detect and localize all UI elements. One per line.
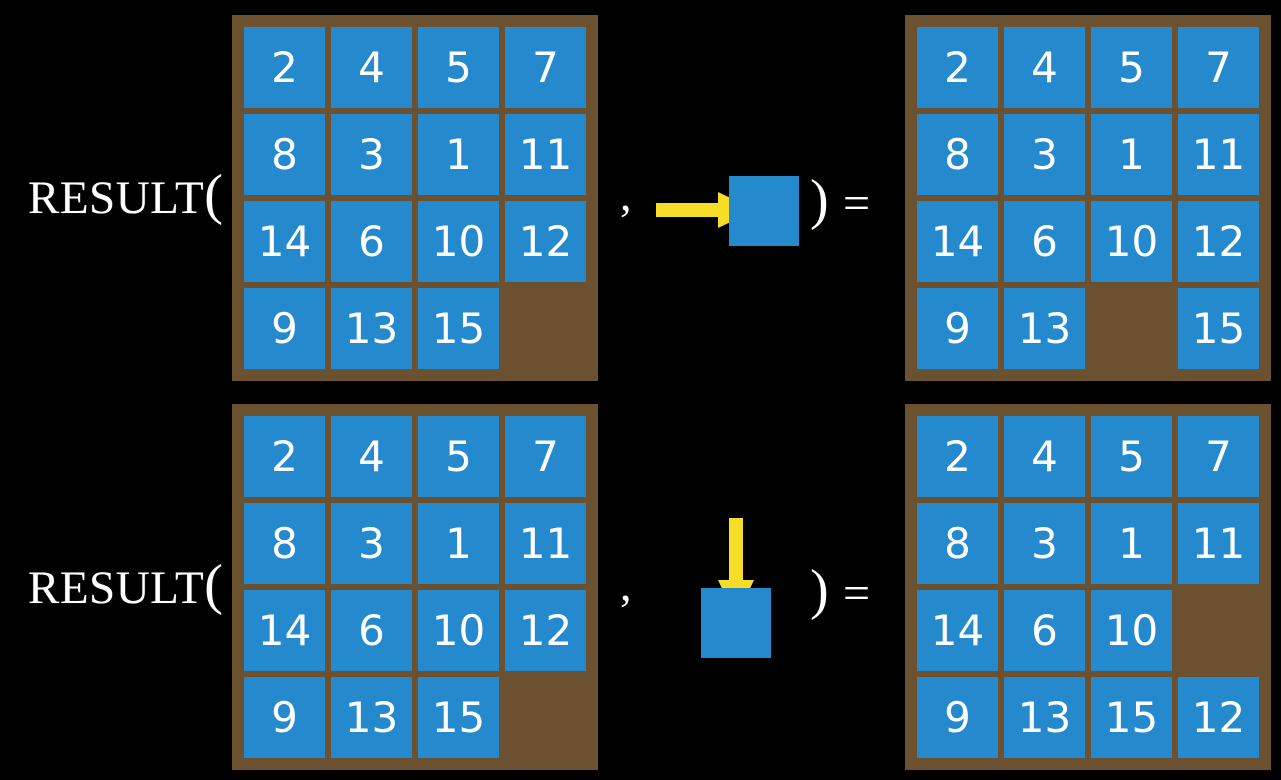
- input-grid-row-2: 2 4 5 7 8 3 1 11 14 6 10 12 9 13 15: [232, 404, 598, 770]
- output-grid-row-1: 2 4 5 7 8 3 1 11 14 6 10 12 9 13 15: [905, 15, 1271, 381]
- equals-sign-row-1: =: [843, 177, 871, 230]
- tile[interactable]: 14: [917, 201, 998, 282]
- tile[interactable]: 8: [244, 114, 325, 195]
- tile[interactable]: 15: [418, 288, 499, 369]
- tile[interactable]: 13: [1004, 288, 1085, 369]
- tile[interactable]: 9: [244, 288, 325, 369]
- tile[interactable]: 9: [244, 677, 325, 758]
- tile[interactable]: 7: [1178, 416, 1259, 497]
- tile[interactable]: 6: [1004, 201, 1085, 282]
- tile[interactable]: 7: [505, 27, 586, 108]
- result-word-row-2: RESULT: [28, 562, 205, 614]
- tile[interactable]: 8: [244, 503, 325, 584]
- tile[interactable]: 1: [418, 503, 499, 584]
- empty-cell[interactable]: [505, 677, 586, 758]
- move-tile-swatch[interactable]: [701, 588, 771, 658]
- tile[interactable]: 1: [418, 114, 499, 195]
- tile[interactable]: 4: [331, 27, 412, 108]
- tile[interactable]: 2: [917, 27, 998, 108]
- tile[interactable]: 3: [331, 114, 412, 195]
- tile[interactable]: 11: [1178, 114, 1259, 195]
- tile[interactable]: 12: [505, 590, 586, 671]
- tile[interactable]: 9: [917, 677, 998, 758]
- tile[interactable]: 2: [917, 416, 998, 497]
- tile[interactable]: 9: [917, 288, 998, 369]
- open-paren-row-1: (: [204, 164, 224, 226]
- tile[interactable]: 8: [917, 114, 998, 195]
- equation-row-1: RESULT( 2 4 5 7 8 3 1 11 14 6 10 12 9 13…: [28, 0, 1271, 390]
- tile[interactable]: 12: [1178, 201, 1259, 282]
- tile[interactable]: 10: [1091, 590, 1172, 671]
- tile[interactable]: 6: [331, 201, 412, 282]
- tile[interactable]: 13: [331, 288, 412, 369]
- tile[interactable]: 14: [244, 590, 325, 671]
- tile[interactable]: 1: [1091, 503, 1172, 584]
- tile[interactable]: 13: [1004, 677, 1085, 758]
- tile[interactable]: 3: [331, 503, 412, 584]
- tile[interactable]: 11: [505, 503, 586, 584]
- tile[interactable]: 10: [418, 590, 499, 671]
- tile[interactable]: 11: [1178, 503, 1259, 584]
- output-grid-row-2: 2 4 5 7 8 3 1 11 14 6 10 9 13 15 12: [905, 404, 1271, 770]
- equals-sign-row-2: =: [843, 567, 871, 620]
- input-grid-row-1: 2 4 5 7 8 3 1 11 14 6 10 12 9 13 15: [232, 15, 598, 381]
- tile[interactable]: 15: [1091, 677, 1172, 758]
- tile[interactable]: 7: [505, 416, 586, 497]
- result-function-label-row-1: RESULT(: [28, 167, 223, 223]
- tile[interactable]: 12: [1178, 677, 1259, 758]
- tile[interactable]: 14: [917, 590, 998, 671]
- equation-row-2: RESULT( 2 4 5 7 8 3 1 11 14 6 10 12 9 13…: [0, 390, 1281, 780]
- tile[interactable]: 5: [418, 416, 499, 497]
- tile[interactable]: 5: [1091, 27, 1172, 108]
- close-paren-row-1: ): [810, 169, 829, 231]
- tile[interactable]: 5: [418, 27, 499, 108]
- tile[interactable]: 4: [1004, 27, 1085, 108]
- empty-cell[interactable]: [505, 288, 586, 369]
- operator-group-row-1: , ) =: [600, 0, 900, 390]
- tile[interactable]: 4: [1004, 416, 1085, 497]
- tile[interactable]: 2: [244, 416, 325, 497]
- output-board-row-1: 2 4 5 7 8 3 1 11 14 6 10 12 9 13 15: [905, 15, 1271, 381]
- tile[interactable]: 8: [917, 503, 998, 584]
- comma-separator: ,: [620, 169, 632, 220]
- tile[interactable]: 3: [1004, 503, 1085, 584]
- operator-group-row-2: , ) =: [600, 390, 900, 780]
- tile[interactable]: 3: [1004, 114, 1085, 195]
- tile[interactable]: 11: [505, 114, 586, 195]
- tile[interactable]: 6: [331, 590, 412, 671]
- move-tile-swatch[interactable]: [729, 176, 799, 246]
- tile[interactable]: 6: [1004, 590, 1085, 671]
- tile[interactable]: 14: [244, 201, 325, 282]
- tile[interactable]: 15: [1178, 288, 1259, 369]
- comma-separator: ,: [620, 559, 632, 610]
- tile[interactable]: 13: [331, 677, 412, 758]
- result-word-row-1: RESULT: [28, 172, 205, 224]
- tile[interactable]: 5: [1091, 416, 1172, 497]
- tile[interactable]: 2: [244, 27, 325, 108]
- close-paren-row-2: ): [810, 559, 829, 621]
- tile[interactable]: 7: [1178, 27, 1259, 108]
- open-paren-row-2: (: [204, 554, 224, 616]
- result-function-label-row-2: RESULT(: [28, 557, 223, 613]
- tile[interactable]: 10: [1091, 201, 1172, 282]
- empty-cell[interactable]: [1178, 590, 1259, 671]
- tile[interactable]: 12: [505, 201, 586, 282]
- tile[interactable]: 10: [418, 201, 499, 282]
- input-board-row-1: 2 4 5 7 8 3 1 11 14 6 10 12 9 13 15: [232, 15, 598, 381]
- tile[interactable]: 4: [331, 416, 412, 497]
- input-board-row-2: 2 4 5 7 8 3 1 11 14 6 10 12 9 13 15: [232, 404, 598, 770]
- empty-cell[interactable]: [1091, 288, 1172, 369]
- tile[interactable]: 15: [418, 677, 499, 758]
- output-board-row-2: 2 4 5 7 8 3 1 11 14 6 10 9 13 15 12: [905, 404, 1271, 770]
- tile[interactable]: 1: [1091, 114, 1172, 195]
